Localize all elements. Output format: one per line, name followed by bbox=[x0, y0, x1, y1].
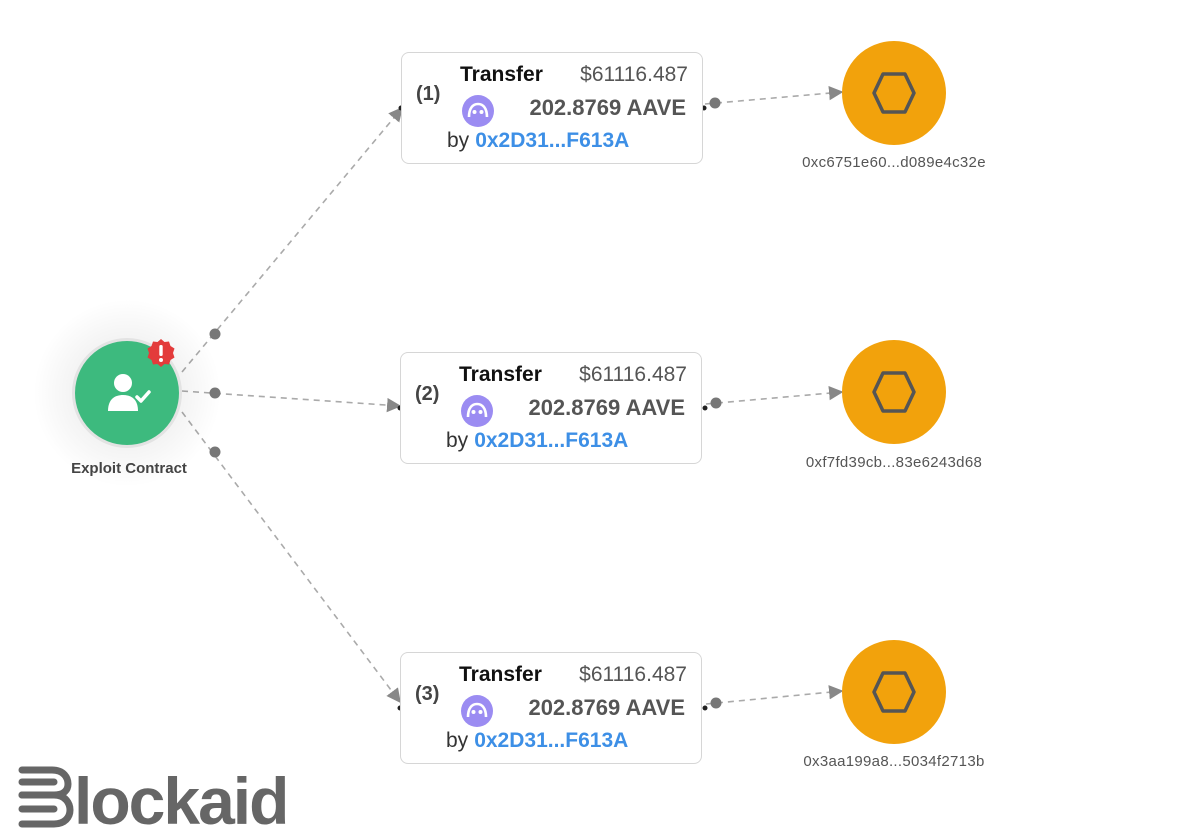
by-address-link[interactable]: 0x2D31...F613A bbox=[474, 429, 629, 452]
transfer-card-1[interactable]: (1) Transfer $61116.487 202.8769 AAVE by… bbox=[401, 52, 703, 164]
hexagon-icon bbox=[872, 671, 916, 713]
source-node[interactable] bbox=[32, 298, 222, 488]
target-address-2: 0xf7fd39cb...83e6243d68 bbox=[805, 454, 983, 471]
by-address-link[interactable]: 0x2D31...F613A bbox=[474, 729, 629, 752]
edge-source-to-transfer-3 bbox=[181, 411, 401, 704]
source-label: Exploit Contract bbox=[71, 460, 187, 477]
transfer-amount: 202.8769 AAVE bbox=[528, 695, 685, 720]
svg-text:lockaid: lockaid bbox=[74, 764, 287, 830]
hexagon-icon bbox=[872, 72, 916, 114]
blockaid-logo: lockaid bbox=[18, 764, 289, 830]
transfer-amount: 202.8769 AAVE bbox=[529, 95, 686, 120]
alert-badge-icon bbox=[147, 339, 175, 367]
aave-icon bbox=[461, 695, 493, 727]
transfer-card-2[interactable]: (2) Transfer $61116.487 202.8769 AAVE by… bbox=[400, 352, 702, 464]
transfer-action: Transfer bbox=[460, 63, 543, 86]
target-node-3[interactable] bbox=[842, 640, 946, 744]
target-address-1: 0xc6751e60...d089e4c32e bbox=[802, 154, 986, 171]
transfer-action: Transfer bbox=[459, 663, 542, 686]
by-prefix: by bbox=[447, 129, 470, 152]
transfer-index: (1) bbox=[416, 83, 441, 105]
transfer-amount: 202.8769 AAVE bbox=[528, 395, 685, 420]
transfer-card-3[interactable]: (3) Transfer $61116.487 202.8769 AAVE by… bbox=[400, 652, 702, 764]
edge-transfer-2-to-target-2 bbox=[705, 385, 844, 409]
transfer-index: (2) bbox=[415, 383, 440, 405]
by-address-link[interactable]: 0x2D31...F613A bbox=[475, 129, 630, 152]
user-check-icon bbox=[108, 374, 151, 411]
transfer-usd-value: $61116.487 bbox=[579, 663, 687, 686]
edge-transfer-1-to-target-1 bbox=[704, 85, 844, 109]
hexagon-icon bbox=[872, 371, 916, 413]
target-node-1[interactable] bbox=[842, 41, 946, 145]
edge-transfer-3-to-target-3 bbox=[705, 685, 844, 709]
transfer-action: Transfer bbox=[459, 363, 542, 386]
transfer-usd-value: $61116.487 bbox=[580, 63, 688, 86]
target-node-2[interactable] bbox=[842, 340, 946, 444]
transfer-index: (3) bbox=[415, 683, 440, 705]
transfer-usd-value: $61116.487 bbox=[579, 363, 687, 386]
target-address-3: 0x3aa199a8...5034f2713b bbox=[803, 753, 985, 770]
by-prefix: by bbox=[446, 729, 469, 752]
edge-source-to-transfer-1 bbox=[181, 106, 403, 373]
by-prefix: by bbox=[446, 429, 469, 452]
edge-source-to-transfer-2 bbox=[181, 387, 402, 413]
aave-icon bbox=[462, 95, 494, 127]
aave-icon bbox=[461, 395, 493, 427]
